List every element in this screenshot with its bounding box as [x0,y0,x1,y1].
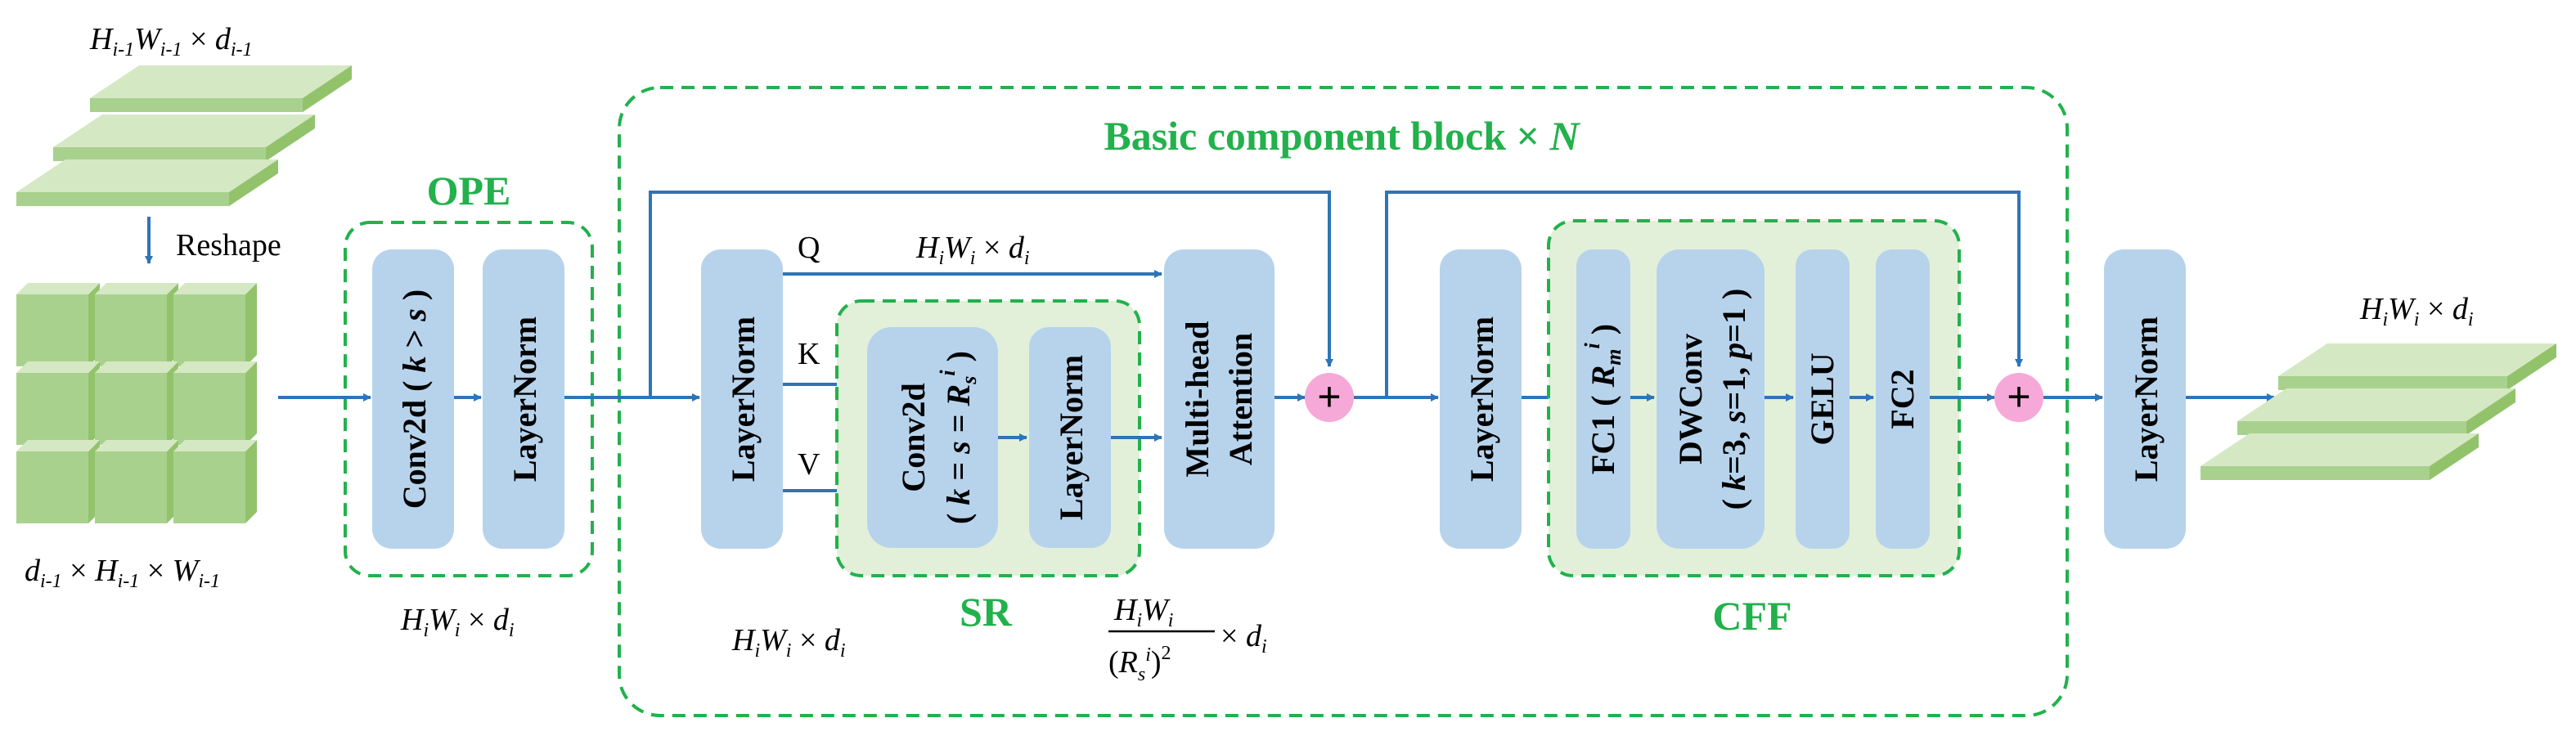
patch-cube-top [16,440,100,451]
plus-sign-2: + [2007,374,2030,420]
patch-grid [16,283,257,523]
ln2-box [1440,249,1522,549]
sr-layernorm-label: LayerNorm [1053,355,1090,520]
patch-cube-front [16,294,88,366]
ope-conv2d-box [372,249,454,549]
plus-sign-1: + [1317,374,1341,420]
fc1-label: FC1 ( Rmi ) [1580,324,1625,474]
patch-cube-side [245,283,257,366]
patch-cube-top [173,440,257,451]
svg-text:(Rsi)2: (Rsi)2 [1108,643,1171,685]
ln3-box [2104,249,2186,549]
ope-output-dims: HiWi × di [400,603,515,641]
patch-dims-label: di-1 × Hi-1 × Wi-1 [25,554,220,592]
dwconv-box [1657,249,1765,549]
patch-cube-top [173,283,257,294]
sr-conv2d-label: Conv2d [895,383,932,491]
patch-cube-front [173,294,245,366]
dwconv-label: DWConv [1672,334,1709,464]
residual-add-2 [1994,373,2043,422]
basic-block-dashed-frame [618,86,2069,717]
k-label: K [798,337,820,371]
ope-layernorm-label: LayerNorm [506,316,543,482]
residual-add-1 [1305,373,1354,422]
patch-cube-top [95,361,178,373]
patch-cube-front [95,294,167,366]
patch-cube-top [95,440,178,451]
svg-text:HiWi: HiWi [1113,593,1173,631]
sr-conv2d-param: ( k = s = Rsi ) [936,351,981,524]
patch-cube-top [95,283,178,294]
ln2-label: LayerNorm [1463,316,1500,482]
patch-cube-top [16,361,100,373]
residual-connection-1 [649,191,1333,397]
v-label: V [798,447,820,482]
q-label: Q [798,231,820,265]
ln1-label: LayerNorm [725,316,762,482]
patch-cube-top [16,283,100,294]
gelu-box [1796,249,1850,549]
reshape-label: Reshape [176,228,281,263]
q-dims-label: HiWi × di [915,231,1030,269]
ope-title: OPE [427,168,511,213]
sr-title: SR [960,589,1013,635]
cff-title: CFF [1712,593,1792,639]
patch-cube-front [173,451,245,523]
patch-cube-front [16,451,88,523]
patch-cube-side [245,440,257,523]
output-feature-slabs [2201,343,2556,480]
mha-box [1164,249,1275,549]
fc2-label: FC2 [1884,369,1921,429]
patch-cube-side [245,361,257,445]
ln1-box [701,249,783,549]
sr-conv2d-box [867,327,998,548]
sr-output-dims: HiWi (Rsi)2 × di [1108,593,1267,685]
fc2-box [1876,249,1930,549]
basic-block-title: Basic component block × N [1104,113,1580,159]
svg-text:× di: × di [1221,619,1267,657]
patch-cube-front [95,451,167,523]
ope-conv2d-label: Conv2d ( k > s ) [396,289,433,509]
residual-connection-2 [1385,191,2023,397]
patch-cube-top [173,361,257,373]
mha-label-line1: Multi-head [1179,321,1216,477]
gelu-label: GELU [1804,352,1841,445]
patch-cube-front [95,373,167,445]
fc1-box [1576,249,1630,549]
output-dims-label: HiWi × di [2359,292,2474,330]
ope-layernorm-box [483,249,564,549]
input-feature-slabs [16,65,352,206]
below-ln1-dims: HiWi × di [731,623,846,662]
input-dims-label: Hi-1Wi-1 × di-1 [89,22,253,61]
sr-layernorm-box [1029,327,1111,548]
ln3-label: LayerNorm [2128,316,2165,482]
patch-cube-front [173,373,245,445]
patch-cube-front [16,373,88,445]
mha-label-line2: Attention [1222,333,1259,465]
dwconv-param: ( k=3, s=1, p=1 ) [1715,289,1752,510]
